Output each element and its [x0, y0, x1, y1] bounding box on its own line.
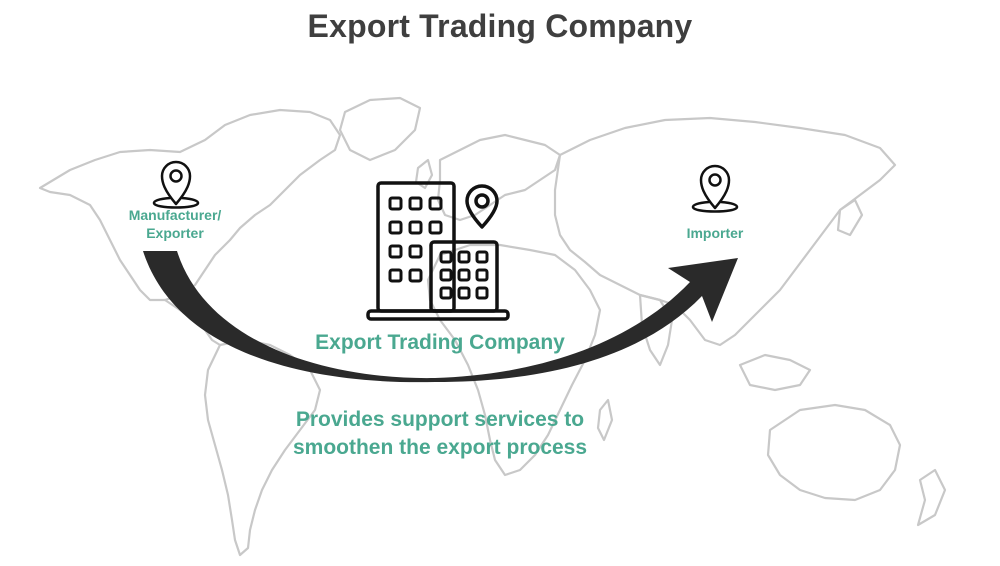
islands-southeast-asia [738, 353, 812, 392]
continent-asia [553, 116, 897, 347]
continent-australia [766, 403, 902, 502]
page-title: Export Trading Company [307, 8, 693, 44]
map-pin-icon [691, 164, 739, 213]
island-japan [836, 198, 864, 237]
continent-africa [426, 243, 602, 477]
description-text: Provides support services to smoothen th… [270, 406, 610, 463]
island-greenland [338, 96, 422, 162]
island-new-zealand [916, 468, 947, 527]
company-label: Export Trading Company [315, 331, 565, 354]
office-building-icon [366, 181, 510, 321]
trade-flow-arrow [143, 251, 738, 383]
island-madagascar [596, 398, 614, 442]
exporter-label: Manufacturer/ Exporter [110, 207, 240, 242]
exporter-label-line2: Exporter [146, 224, 204, 241]
map-outlines [38, 96, 947, 557]
exporter-label-line1: Manufacturer/ [128, 207, 222, 223]
map-pin-icon [465, 184, 499, 229]
importer-label: Importer [686, 225, 744, 241]
continent-europe [436, 133, 562, 222]
continent-north-america [38, 108, 342, 302]
description-line1: Provides support services to [295, 408, 585, 431]
description-line2: smoothen the export process [292, 436, 588, 460]
map-pin-icon [152, 160, 200, 209]
